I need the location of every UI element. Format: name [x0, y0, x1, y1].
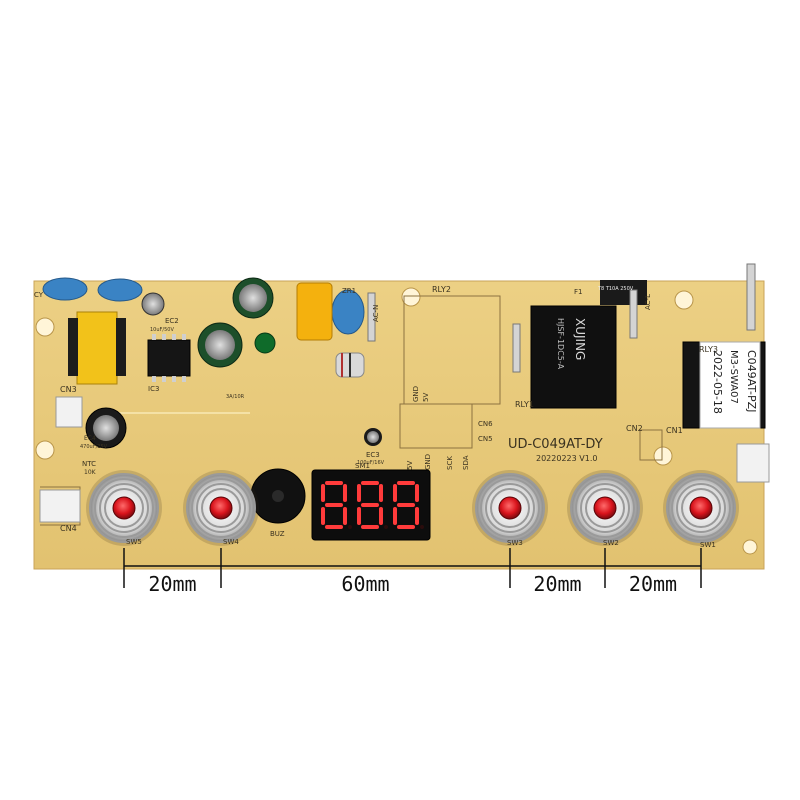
connector-cn5-label: CN5: [478, 435, 493, 443]
dimension-annotations: 20mm 60mm 20mm 20mm: [123, 548, 702, 596]
pin-5v: 5V: [406, 461, 414, 470]
sticker-line-1: C049AT-PZJ: [745, 350, 758, 412]
relay-rly2-label: RLY2: [432, 285, 451, 294]
relay-rly3: [682, 341, 766, 429]
ec3-label: EC3: [366, 451, 380, 459]
seven-segment-display: [311, 469, 431, 541]
switch-labels: SW5 SW4 SW3 SW2 SW1: [126, 538, 716, 549]
switch-sw1: [663, 470, 739, 546]
header-pin-labels: GND 5V 5V GND SCK SDA: [406, 386, 470, 470]
sticker-line-3: 2022-05-18: [711, 350, 724, 414]
y-capacitor-blue: [42, 277, 365, 335]
connector-cn1: [736, 443, 770, 483]
switch-label-sw4: SW4: [223, 538, 239, 546]
dimension-label: 20mm: [533, 572, 581, 596]
display-digit: [321, 481, 352, 529]
buzzer-label: BUZ: [270, 530, 285, 538]
ec4-label: EC4: [84, 435, 96, 442]
switch-label-sw5: SW5: [126, 538, 142, 546]
ic3-label: IC3: [148, 385, 159, 393]
led-red-sw1: [689, 496, 713, 520]
ec3-value: 100uF/16V: [357, 460, 385, 466]
display-digit: [357, 481, 388, 529]
switch-sw3: [472, 470, 548, 546]
led-red-sw4: [209, 496, 233, 520]
board-date-code: 20220223 V1.0: [536, 454, 597, 463]
ic-chip: [147, 334, 191, 382]
led-red-sw3: [498, 496, 522, 520]
display-digit: [393, 481, 424, 529]
relay-xujing: [530, 280, 647, 409]
switch-label-sw1: SW1: [700, 541, 716, 549]
relay-model: HJSF-1DC5-A: [556, 318, 565, 370]
connector-cn1-label: CN1: [666, 426, 683, 435]
dimension-label: 20mm: [148, 572, 196, 596]
led-red-sw2: [593, 496, 617, 520]
connector-cn3-label: CN3: [60, 385, 77, 394]
fuse-label: F1: [574, 288, 582, 296]
pin-sck: SCK: [446, 456, 454, 470]
relay-rly1-label: RLY1: [515, 400, 534, 409]
switches: [86, 470, 739, 546]
switch-label-sw3: SW3: [507, 539, 523, 547]
connector-cn3: [55, 396, 83, 428]
dimension-label: 60mm: [341, 572, 389, 596]
board-model: UD-C049AT-DY: [508, 437, 603, 452]
display-digits: [321, 481, 424, 529]
ec2-label: EC2: [165, 317, 179, 325]
x-capacitor-yellow: [296, 282, 333, 341]
relay-rly3-label: RLY3: [699, 345, 718, 354]
transformer: [68, 311, 126, 385]
resistor-value: 3A/10R: [226, 394, 245, 400]
zr1-label: ZR1: [342, 287, 356, 295]
pin-sda: SDA: [462, 455, 470, 470]
ec4-value: 470uF/25V: [80, 444, 108, 450]
connector-cn6-label: CN6: [478, 420, 493, 428]
terminal-pins: [367, 263, 756, 373]
ac-n-label: AC-N: [372, 305, 380, 322]
electrolytic-capacitors: [85, 277, 382, 449]
switch-sw2: [567, 470, 643, 546]
pin-gnd-top: GND: [412, 386, 420, 402]
pin-gnd: GND: [424, 454, 432, 470]
ntc-value: 10K: [84, 469, 97, 476]
sticker-text: C049AT-PZJ M3-SWA07 2022-05-18: [711, 350, 758, 414]
switch-sw5: [86, 470, 162, 546]
connector-cn4: [39, 489, 81, 523]
led-red-sw5: [112, 496, 136, 520]
switch-label-sw2: SW2: [603, 539, 619, 547]
dimension-label: 20mm: [629, 572, 677, 596]
buzzer: [250, 468, 306, 524]
fuse-rating: T8 T10A 250V: [597, 286, 634, 292]
sticker-line-2: M3-SWA07: [728, 350, 739, 404]
cy-label: CY: [34, 291, 44, 299]
ntc-label: NTC: [82, 460, 96, 468]
pin-5v-top: 5V: [422, 393, 430, 402]
silkscreen-text: UD-C049AT-DY 20220223 V1.0 RLY3 RLY1 RLY…: [34, 285, 758, 538]
ac-l-label: AC-L: [644, 294, 652, 310]
ec2-value: 10uF/50V: [150, 327, 174, 333]
connector-cn2-label: CN2: [626, 424, 643, 433]
switch-sw4: [183, 470, 259, 546]
resistor: [335, 352, 365, 378]
relay-brand: XUJING: [573, 318, 587, 360]
connector-cn4-label: CN4: [60, 524, 77, 533]
display-label: SM1: [355, 462, 370, 470]
